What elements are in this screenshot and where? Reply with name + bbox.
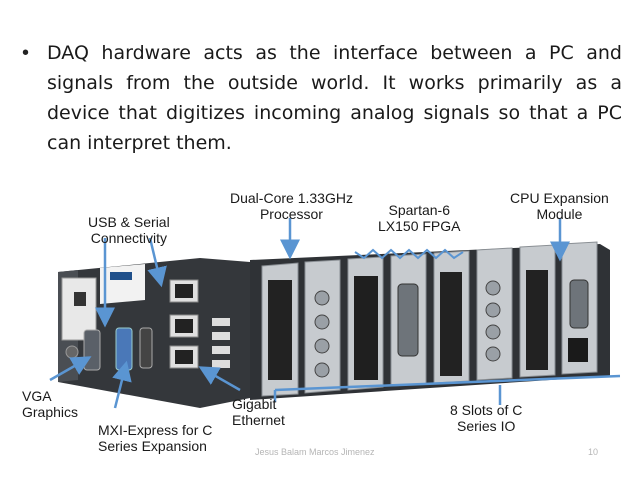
vga-label-line2: Graphics — [22, 404, 78, 420]
mxi-label-line1: MXI-Express for C — [98, 422, 212, 438]
processor-label-line1: Dual-Core 1.33GHz — [230, 190, 353, 206]
vga-label-line1: VGA — [22, 388, 78, 404]
processor-label: Dual-Core 1.33GHz Processor — [230, 190, 353, 222]
gigabit-label-line1: Gigabit — [232, 396, 285, 412]
usb-serial-label: USB & Serial Connectivity — [88, 214, 170, 246]
slots-label-line2: Series IO — [450, 418, 522, 434]
fpga-label-line2: LX150 FPGA — [378, 218, 461, 234]
gigabit-label-line2: Ethernet — [232, 412, 285, 428]
gigabit-label: Gigabit Ethernet — [232, 396, 285, 428]
footer-author: Jesus Balam Marcos Jimenez — [255, 447, 375, 457]
usb-serial-label-line2: Connectivity — [88, 230, 170, 246]
usb-serial-label-line1: USB & Serial — [88, 214, 170, 230]
fpga-label: Spartan-6 LX150 FPGA — [378, 202, 461, 234]
processor-label-line2: Processor — [230, 206, 353, 222]
controller-chassis — [58, 258, 250, 408]
slots-label-line1: 8 Slots of C — [450, 402, 522, 418]
daq-hardware-figure: USB & Serial Connectivity Dual-Core 1.33… — [0, 180, 638, 470]
bullet-text: DAQ hardware acts as the interface betwe… — [47, 38, 622, 158]
cpu-expansion-label-line2: Module — [510, 206, 609, 222]
fpga-label-line1: Spartan-6 — [378, 202, 461, 218]
cpu-expansion-label-line1: CPU Expansion — [510, 190, 609, 206]
slots-label: 8 Slots of C Series IO — [450, 402, 522, 434]
cpu-expansion-label: CPU Expansion Module — [510, 190, 609, 222]
module-chassis — [250, 242, 610, 400]
mxi-label: MXI-Express for C Series Expansion — [98, 422, 212, 454]
bullet-dot: • — [22, 42, 29, 65]
page-number: 10 — [588, 447, 598, 457]
bullet-block: • DAQ hardware acts as the interface bet… — [22, 38, 622, 158]
vga-label: VGA Graphics — [22, 388, 78, 420]
mxi-label-line2: Series Expansion — [98, 438, 212, 454]
